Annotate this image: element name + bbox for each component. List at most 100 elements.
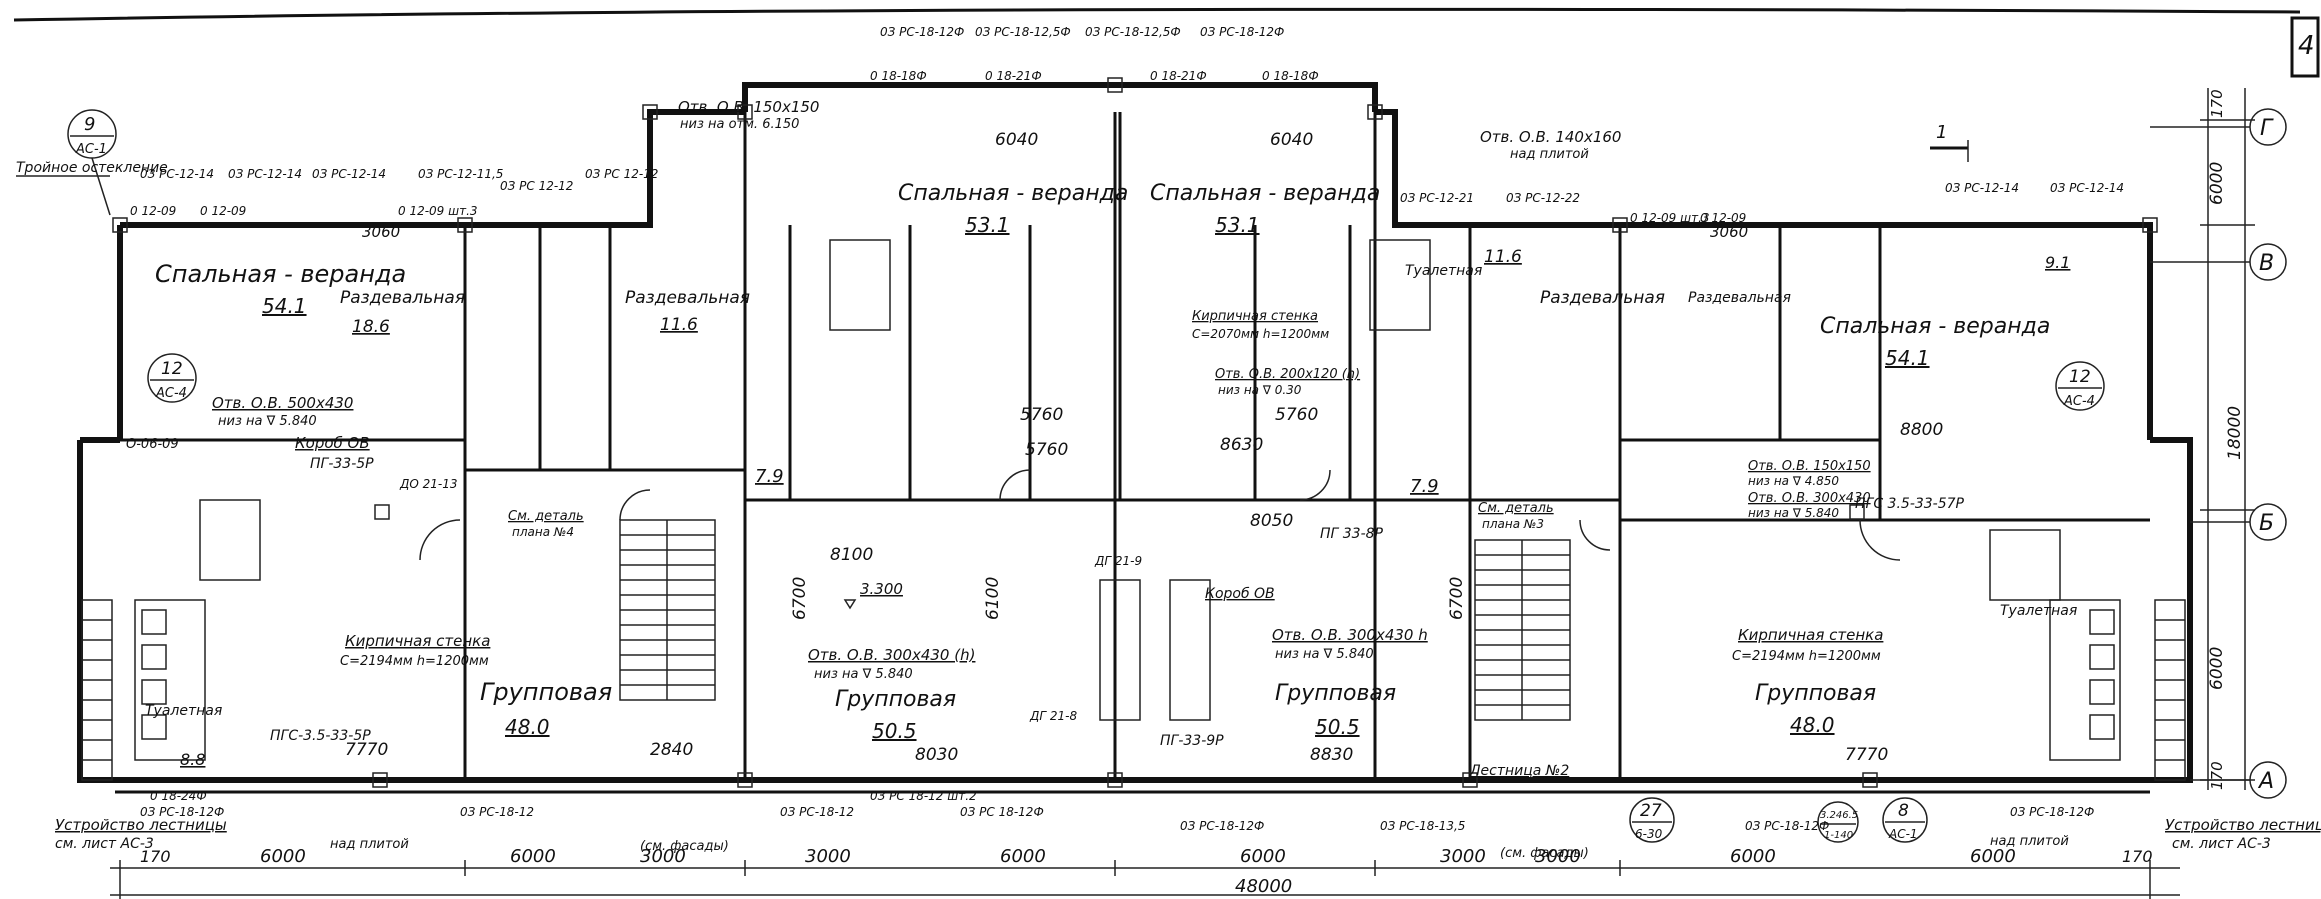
exterior-walls: [77, 82, 2193, 794]
sheet-corner-number: 4: [2298, 31, 2315, 61]
mark-small-5: ПГС-3.5-33-5Р: [270, 728, 371, 744]
room-gr-3-area: 50.5: [1315, 715, 1360, 739]
dim-inner-t10: 6700: [1447, 577, 1467, 620]
room-sv-c2-name: Спальная - веранда: [1150, 181, 1380, 206]
dim-right-3: 6000: [2207, 647, 2227, 690]
callout-27-sheet: 6-30: [1635, 827, 1663, 841]
note-opening-7b: низ на ∇ 4.850: [1748, 474, 1839, 488]
room-gr-1-area: 48.0: [505, 715, 550, 739]
mark-small-1: ПГС 3.5-33-57Р: [1855, 496, 1965, 512]
dim-inner-r5: 7770: [1845, 745, 1888, 765]
callout-12-left-num: 12: [161, 359, 183, 379]
axis-bubble-b: [2190, 503, 2287, 541]
panel-top-8: 0З РС-18-12,5Ф: [975, 25, 1071, 39]
room-sv-c1-area: 53.1: [965, 213, 1010, 237]
sheet-border: [13, 7, 2320, 78]
structural-columns: [112, 77, 2158, 788]
panel-top-13: 0З РС-12-14: [1945, 181, 2019, 195]
panel-top-1: 0З РС-12-14: [140, 167, 214, 181]
sanitary-units: [134, 239, 2121, 761]
dim-bottom-9: 3000: [1535, 846, 1581, 867]
note-opening-8b: низ на ∇ 5.840: [1748, 506, 1839, 520]
panel-top-14: 0З РС-12-14: [2050, 181, 2124, 195]
dim-right-total: 18000: [2225, 406, 2245, 460]
panel-bottom-1: 0 18-24Ф: [150, 789, 207, 803]
section-mark: [1930, 140, 1969, 162]
mark-small-4: ПГ-33-9Р: [1160, 733, 1224, 749]
panel-top2-2: 0 12-09: [200, 204, 246, 218]
note-opening-1: Отв. О.В. 150х150: [678, 98, 819, 116]
dim-bottom-5: 3000: [805, 846, 851, 867]
panel-bottom-4: 0З РС-18-12: [780, 805, 854, 819]
room-gr-4-area: 48.0: [1790, 713, 1835, 737]
axis-bubble-a: [2190, 761, 2287, 799]
note-brick-left: Кирпичная стенка: [345, 632, 490, 650]
note-opening-4b: низ на ∇ 5.840: [1275, 647, 1374, 662]
callout-mid-sheet: 1-140: [1824, 830, 1853, 841]
room-sv-right-area: 54.1: [1885, 346, 1930, 370]
mark-small-7: ДО 21-13: [399, 477, 458, 491]
note-brick-center-dim: С=2070мм h=1200мм: [1192, 327, 1329, 341]
note-detail-right-ref: плана №3: [1482, 517, 1544, 531]
stairwell-right: [1474, 539, 1571, 721]
mark-small-8: ДГ 21-8: [1029, 709, 1077, 723]
room-small-area-1: 7.9: [755, 466, 784, 487]
callout-12-left-sheet: АС-4: [155, 386, 187, 401]
panel-top2-5: 0 18-21Ф: [985, 69, 1042, 83]
mark-small-6: ДГ 21-9: [1094, 554, 1142, 568]
dim-inner-t7: 5760: [1275, 405, 1318, 425]
note-opening-3b: низ на ∇ 5.840: [814, 667, 913, 682]
dim-bottom-10: 6000: [1730, 846, 1776, 867]
axis-bubble-g: [2150, 108, 2287, 146]
panel-top-3: 0З РС-12-14: [312, 167, 386, 181]
note-box-center: Короб ОВ: [1205, 586, 1275, 602]
note-opening-2b: над плитой: [1510, 147, 1589, 162]
note-opening-6b: низ на ∇ 0.30: [1218, 383, 1302, 397]
callout-12-right-sheet: АС-4: [2063, 394, 2095, 409]
mark-small-9: О-06-09: [126, 437, 179, 452]
axis-label-b: Б: [2259, 511, 2274, 536]
room-razd-3-area: 11.6: [1484, 247, 1522, 267]
dim-inner-t14: 5760: [1025, 440, 1068, 460]
dim-bottom-4: 3000: [640, 846, 686, 867]
room-gr-1-name: Групповая: [480, 678, 612, 706]
dim-inner-t2: 6040: [1270, 130, 1313, 150]
note-opening-2: Отв. О.В. 140х160: [1480, 128, 1621, 146]
callout-12-right-num: 12: [2069, 367, 2091, 387]
dim-bottom-1: 170: [140, 847, 171, 866]
note-opening-6: Отв. О.В. 200х120 (h): [1215, 367, 1360, 382]
entrance-stairs: [81, 599, 2186, 781]
axis-bubble-v: [2150, 243, 2287, 281]
panel-top-12: 0З РС-12-22: [1506, 191, 1580, 205]
note-brick-center: Кирпичная стенка: [1192, 309, 1318, 324]
panel-top-11: 0З РС-12-21: [1400, 191, 1474, 205]
axis-label-v: В: [2259, 251, 2274, 276]
dim-total: 48000: [1235, 876, 1292, 897]
callout-27-num: 27: [1640, 801, 1662, 821]
panel-top2-1: 0 12-09: [130, 204, 176, 218]
dim-bottom-6: 6000: [1000, 846, 1046, 867]
room-gr-3-name: Групповая: [1275, 681, 1396, 706]
note-detail-right: См. деталь: [1478, 501, 1554, 516]
note-opening-5b: низ на ∇ 5.840: [218, 414, 317, 429]
dim-inner-t6: 5760: [1020, 405, 1063, 425]
panel-top-2: 0З РС-12-14: [228, 167, 302, 181]
note-detail-left-ref: плана №4: [512, 525, 574, 539]
callout-8: [1882, 797, 1928, 843]
panel-top2-8: 0 12-09 шт.3: [1630, 211, 1710, 225]
dim-right-4: 170: [2208, 761, 2226, 790]
room-tualet-right: Туалетная: [2000, 603, 2077, 619]
room-razd-2-name: Раздевальная: [625, 288, 750, 308]
panel-top2-9: 0 12-09: [1700, 211, 1746, 225]
panel-facade-left: (см. фасады): [640, 839, 729, 854]
panel-bottom-9: 0З РС-18-12Ф: [1745, 819, 1829, 833]
note-level: 3.300: [860, 580, 903, 598]
room-razd-3-name: Раздевальная: [1540, 288, 1665, 308]
callout-12-right: [2055, 361, 2105, 411]
mark-small-2: ПГ-33-5Р: [310, 456, 374, 472]
dim-inner-t12: 3060: [1710, 223, 1748, 241]
room-tualet-left: Туалетная: [145, 703, 222, 719]
panel-bottom-5: 0З РС 18-12 шт.2: [870, 789, 977, 803]
mark-small-3: ПГ 33-8Р: [1320, 526, 1384, 542]
